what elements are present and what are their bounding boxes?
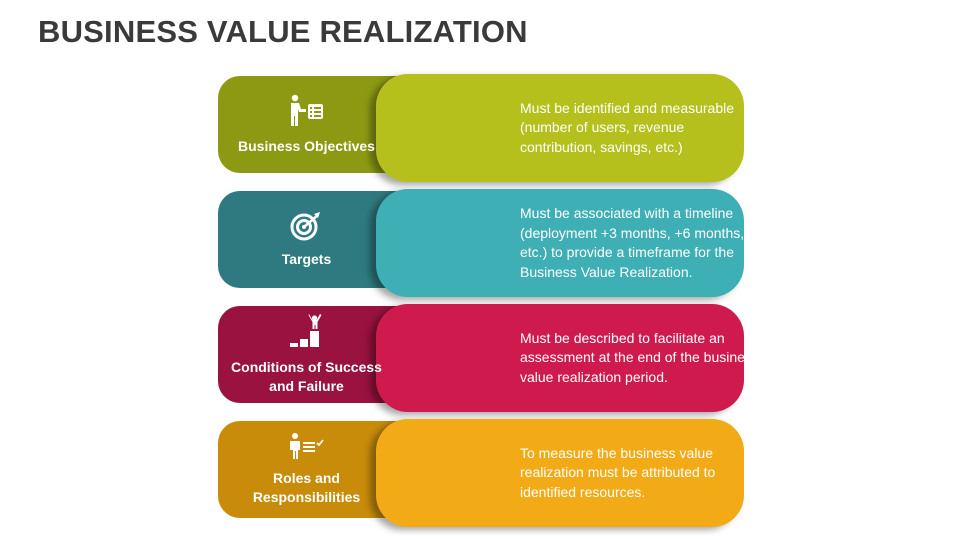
item-targets: Targets Must be associated with a timeli…: [218, 189, 744, 297]
item-label: Targets: [281, 250, 332, 267]
item-label: Roles and Responsibilities: [252, 470, 361, 505]
podium-winner-icon: [288, 313, 326, 354]
person-list-icon: [288, 432, 326, 465]
target-arrow-icon: [290, 211, 324, 246]
presenter-checklist-icon: [288, 94, 326, 133]
page-title: BUSINESS VALUE REALIZATION: [38, 14, 528, 49]
item-body: [376, 189, 744, 297]
item-description: Must be associated with a timeline (depl…: [520, 205, 745, 280]
item-business-objectives: Business Objectives Must be identified a…: [218, 74, 744, 182]
item-description: Must be identified and measurable (numbe…: [520, 99, 735, 155]
item-description: To measure the business value realizatio…: [520, 444, 716, 500]
item-roles: Roles and Responsibilities To measure th…: [218, 419, 744, 527]
item-body: [376, 304, 744, 412]
item-label: Conditions of Success and Failure: [231, 359, 382, 394]
item-conditions: Conditions of Success and Failure Must b…: [218, 304, 759, 412]
item-body: [376, 419, 744, 527]
item-label: Business Objectives: [238, 137, 375, 154]
item-body: [376, 74, 744, 182]
item-description: Must be described to facilitate an asses…: [520, 329, 759, 385]
